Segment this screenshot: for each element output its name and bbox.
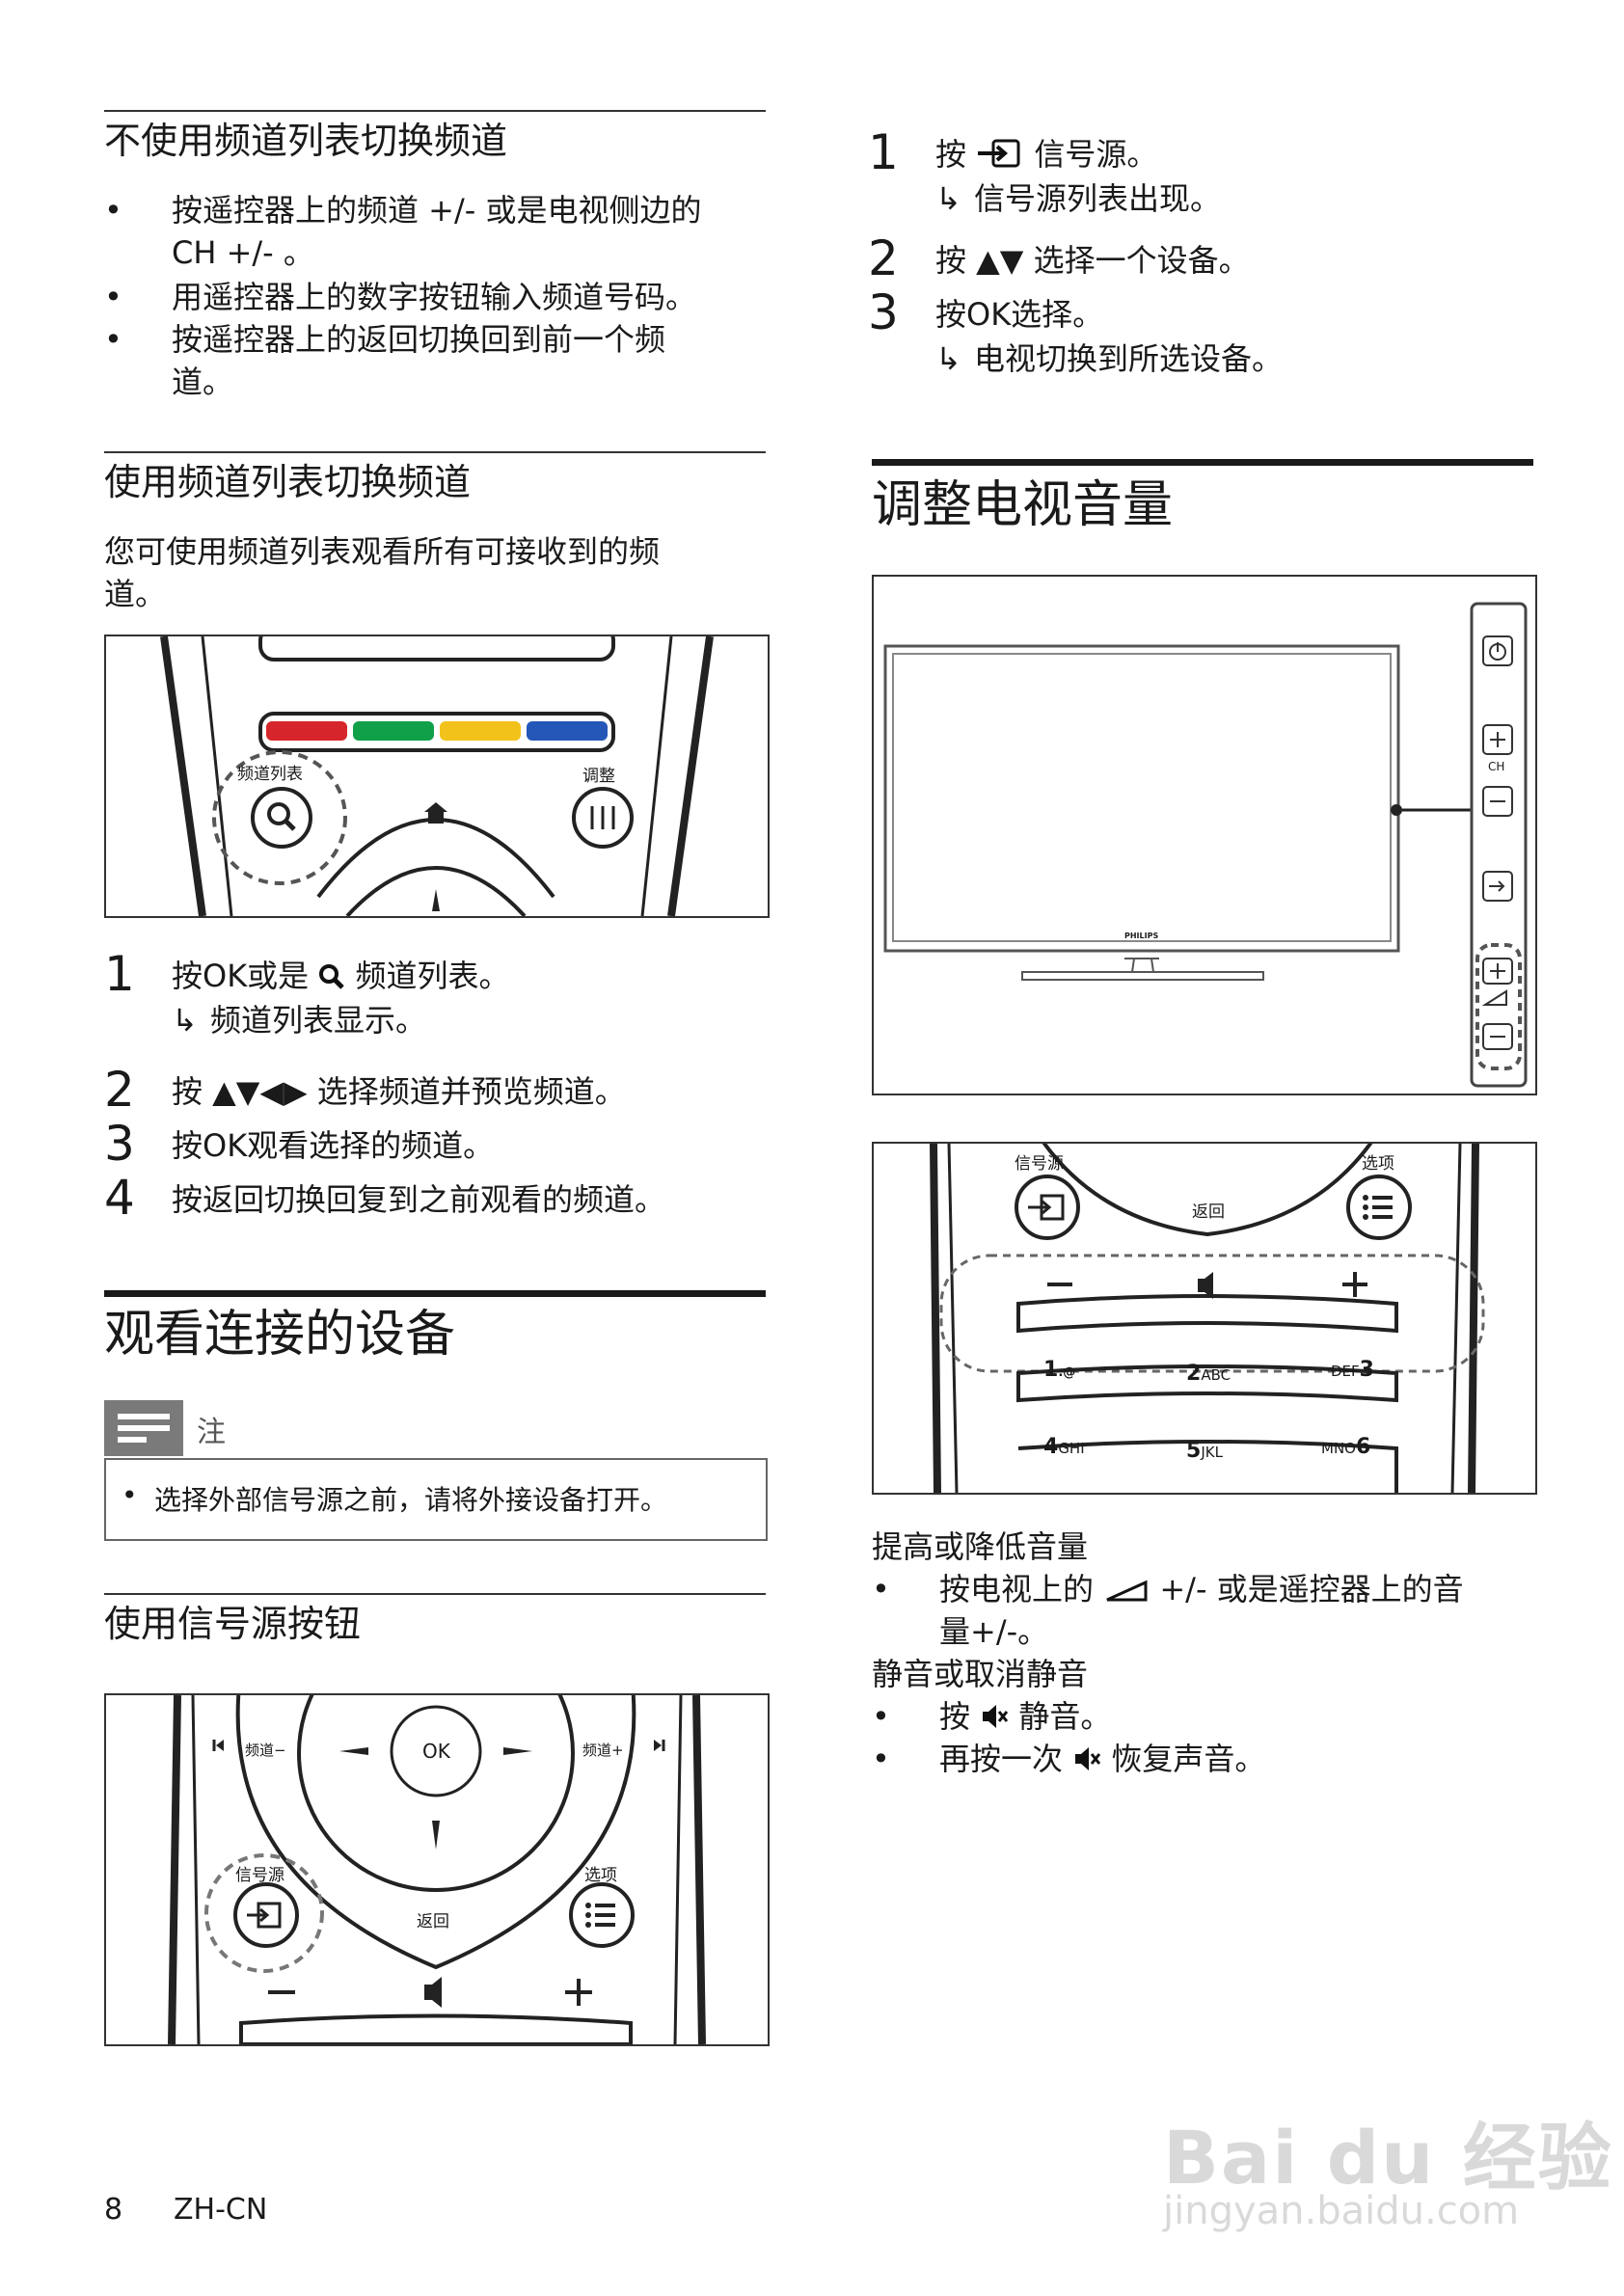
step-item: 3 按OK选择。 ↳电视切换到所选设备。 [868,285,1543,380]
result-arrow-icon: ↳ [935,340,961,377]
key-label: MNO6 [1321,1435,1371,1459]
ok-button-label: OK [422,1740,450,1763]
section-title: 观看连接的设备 [104,1306,456,1364]
step-item: 2 按 ▲▼◀▶ 选择频道并预览频道。 [104,1062,626,1118]
bullet-icon: • [122,1479,138,1511]
section-title: 使用频道列表切换频道 [104,461,472,503]
result-arrow-icon: ↳ [935,180,961,217]
step-item: 4 按返回切换回复到之前观看的频道。 [104,1170,666,1226]
fig-label: 选项 [1362,1154,1394,1174]
section-rule [104,1290,766,1297]
subheading: 提高或降低音量 [872,1528,1089,1565]
section-rule [872,459,1533,466]
step-item: 1 按 信号源。 ↳信号源列表出现。 [868,125,1543,220]
fig-label: 选项 [584,1866,617,1885]
paragraph: 道。 [104,576,167,612]
bullet-icon: • [104,279,122,315]
bullet-icon: • [104,192,122,229]
list-item: • 按遥控器上的返回切换回到前一个频 [104,318,770,361]
bullet-icon: • [872,1698,890,1735]
note-label: 注 [197,1416,226,1449]
step-item: 3 按OK观看选择的频道。 [104,1116,495,1172]
remote-illustration [160,636,714,916]
volume-icon [1106,1580,1148,1602]
result-arrow-icon: ↳ [172,1002,198,1039]
note-badge [104,1400,183,1456]
list-item-continued: CH +/- 。 [172,234,314,271]
key-label: 2ABC [1186,1362,1232,1386]
list-item: • 按 静音。 [872,1695,1547,1738]
bullet-icon: • [104,321,122,358]
bullet-icon: • [872,1571,890,1607]
fig-label: 调整 [582,767,615,786]
tv-illustration [883,602,1528,1088]
list-item-continued: 道。 [172,364,234,400]
list-item: • 按遥控器上的频道 +/- 或是电视侧边的 [104,189,770,231]
list-item: • 再按一次 恢复声音。 [872,1738,1547,1780]
fig-label: 返回 [1192,1202,1225,1222]
bullet-icon: • [872,1741,890,1777]
section-title: 调整电视音量 [872,476,1174,534]
note-icon [118,1414,170,1419]
fig-label: 频道列表 [237,765,303,784]
section-rule [104,110,766,112]
remote-volume-figure: 信号源 选项 返回 1.@ 2ABC DEF3 4GHI 5JKL MNO6 [872,1142,1537,1495]
paragraph: 您可使用频道列表观看所有可接收到的频 [104,533,661,570]
key-label: 4GHI [1043,1435,1085,1459]
ch-label: CH [1488,760,1505,773]
key-label: 5JKL [1186,1439,1223,1463]
watermark-logo: Bai du 经验 [1163,2115,1613,2201]
fig-label: 频道+ [582,1742,624,1759]
fig-label: 返回 [417,1912,449,1931]
key-label: DEF3 [1331,1358,1374,1382]
page-number: 8 [104,2193,123,2227]
step-item: 1 按OK或是 频道列表。 ↳频道列表显示。 [104,947,770,1041]
mute-icon [1075,1747,1101,1770]
remote-illustration [930,1144,1485,1493]
remote-illustration [168,1695,706,2044]
list-item: • 用遥控器上的数字按钮输入频道号码。 [104,276,770,318]
fig-label: 信号源 [235,1866,284,1885]
fig-label: 频道− [245,1742,286,1759]
tv-side-controls-figure: PHILIPS CH [872,575,1537,1095]
key-label: 1.@ [1043,1358,1076,1382]
fig-label: 信号源 [1015,1154,1064,1174]
step-item: 2 按 ▲▼ 选择一个设备。 [868,230,1250,286]
remote-channel-list-figure: 频道列表 调整 [104,635,770,918]
section-rule [104,451,766,453]
watermark-url: jingyan.baidu.com [1163,2189,1520,2233]
search-icon [319,964,345,989]
list-item: • 按电视上的 +/- 或是遥控器上的音 [872,1568,1547,1610]
source-icon [978,139,1020,168]
remote-source-figure: 频道− OK 频道+ 信号源 选项 返回 [104,1693,770,2046]
section-title: 不使用频道列表切换频道 [104,120,508,162]
mute-icon [983,1705,1009,1728]
list-item-continued: 量+/-。 [939,1613,1049,1650]
section-title: 使用信号源按钮 [104,1603,362,1645]
tv-brand-logo: PHILIPS [1124,932,1159,940]
note-text: 选择外部信号源之前，请将外接设备打开。 [154,1484,668,1516]
section-rule [104,1593,766,1595]
language-code: ZH-CN [174,2193,268,2227]
subheading: 静音或取消静音 [872,1656,1089,1692]
note-box: • 选择外部信号源之前，请将外接设备打开。 [104,1458,768,1541]
